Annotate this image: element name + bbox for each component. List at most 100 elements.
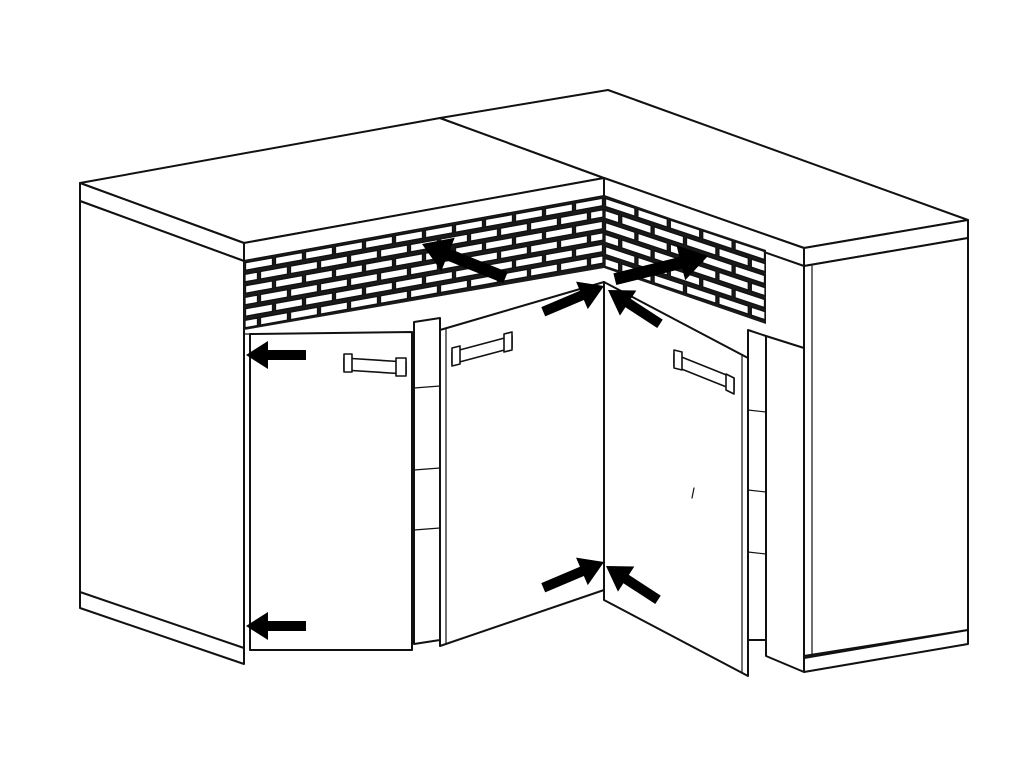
backsplash-left-tile — [379, 267, 409, 282]
backsplash-right-tile — [637, 208, 668, 229]
backsplash-left-tile — [244, 303, 274, 318]
handle-right[interactable] — [673, 349, 735, 395]
right-cabinet-front-strip — [765, 335, 805, 673]
backsplash-left-tile — [499, 245, 529, 260]
backsplash-right-tile — [750, 258, 766, 273]
backsplash-left-tile — [304, 269, 334, 284]
shelf-left-3 — [413, 527, 441, 531]
backsplash-right-tile — [750, 282, 766, 297]
backsplash-left-tile — [364, 281, 394, 296]
arrow-hinge-bottom-left — [541, 557, 604, 593]
backsplash-left-tile — [574, 220, 604, 235]
backsplash-right-tile — [734, 264, 766, 285]
backsplash-left-tile — [379, 290, 409, 305]
backsplash-left-tile — [424, 270, 454, 285]
left-side-panel — [79, 200, 245, 661]
backsplash-left-tile — [454, 219, 484, 234]
interior-left — [413, 317, 441, 645]
handle-right-post-2 — [725, 373, 735, 395]
backsplash-left-tile — [289, 260, 319, 275]
backsplash-left-tile — [274, 274, 304, 289]
backsplash-left-tile — [514, 254, 544, 269]
instruction-arrows — [246, 237, 708, 640]
backsplash-left-tile — [274, 297, 304, 312]
backsplash-left-tile — [349, 249, 379, 264]
backsplash-left-tile — [379, 244, 409, 259]
door-center[interactable] — [439, 281, 605, 647]
handle-left-post-1 — [343, 353, 353, 373]
shelf-left-1 — [413, 385, 441, 389]
backsplash-left-tile — [259, 265, 289, 280]
backsplash-left-tile — [544, 202, 574, 217]
backsplash-left-tile — [364, 258, 394, 273]
handle-center[interactable] — [451, 331, 513, 367]
backsplash-left-tile — [349, 272, 379, 287]
backsplash-left-tile — [469, 227, 499, 242]
door-right-mark — [691, 487, 695, 499]
backsplash-left-tile — [544, 225, 574, 240]
backsplash-right-tile — [718, 295, 749, 316]
backsplash-right-tile — [702, 277, 733, 298]
backsplash-right-tile — [604, 221, 636, 242]
shelf-right-1 — [747, 409, 767, 413]
backsplash-left-tile — [304, 292, 334, 307]
backsplash-left-tile — [589, 254, 604, 267]
backsplash-left-tile — [244, 271, 259, 283]
handle-center-post-1 — [451, 345, 461, 367]
shelf-right-3 — [747, 551, 767, 555]
backsplash-left-tile — [409, 284, 439, 299]
backsplash-right-tile — [621, 238, 652, 259]
door-left[interactable] — [249, 331, 413, 651]
interior-right — [747, 329, 767, 641]
backsplash-right-tile — [718, 247, 749, 268]
backsplash-left-tile — [424, 224, 454, 239]
arrow-backsplash-right — [613, 245, 708, 286]
backsplash-left-tile — [319, 301, 349, 315]
backsplash-right-tile — [702, 229, 733, 250]
handle-left[interactable] — [343, 353, 407, 377]
backsplash-left-tile — [529, 240, 559, 255]
arrow-hinge-top-right — [608, 290, 663, 328]
backsplash-right-tile — [604, 257, 620, 272]
left-plinth — [79, 591, 245, 665]
backsplash-left-tile — [559, 211, 589, 226]
backsplash-right-tile — [604, 197, 636, 218]
backsplash-left-tile — [544, 248, 574, 263]
backsplash-left-tile — [394, 252, 424, 267]
backsplash-left-tile — [244, 280, 274, 295]
backsplash-left-tile — [274, 251, 304, 266]
backsplash-right-tile — [604, 233, 620, 248]
backsplash-left-tile — [499, 222, 529, 237]
backsplash-left-tile — [514, 231, 544, 246]
arrow-left-door-top — [246, 341, 306, 369]
right-side-panel — [803, 237, 969, 657]
backsplash-left-tile — [529, 217, 559, 232]
shelf-right-2 — [747, 489, 767, 493]
handle-center-post-2 — [503, 331, 513, 353]
backsplash-left-tile — [484, 236, 514, 251]
backsplash-left-tile — [439, 279, 469, 294]
backsplash-right-tile — [734, 240, 766, 261]
backsplash-left-tile — [289, 306, 319, 321]
arrow-hinge-top-left — [541, 281, 604, 317]
backsplash-right-tile — [685, 284, 717, 305]
backsplash-left-tile — [334, 286, 364, 301]
backsplash-left-tile — [364, 235, 394, 250]
backsplash-right-tile — [604, 245, 636, 266]
backsplash-left-tile — [334, 240, 364, 255]
backsplash-right-tile — [653, 273, 685, 294]
backsplash-left-tile — [394, 275, 424, 290]
door-right[interactable] — [603, 281, 749, 677]
cabinet-body — [79, 200, 969, 673]
backsplash-left-tile — [349, 295, 379, 310]
backsplash-left-tile — [304, 246, 334, 261]
backsplash-left-tile — [559, 234, 589, 249]
arrow-backsplash-left — [422, 237, 508, 284]
backsplash-right-tile — [734, 288, 766, 309]
backsplash-left-tile — [244, 317, 259, 329]
backsplash-left-tile — [244, 294, 259, 306]
interior — [413, 317, 805, 673]
backsplash-left-tile — [259, 311, 289, 326]
backsplash-right-tile — [653, 225, 685, 246]
